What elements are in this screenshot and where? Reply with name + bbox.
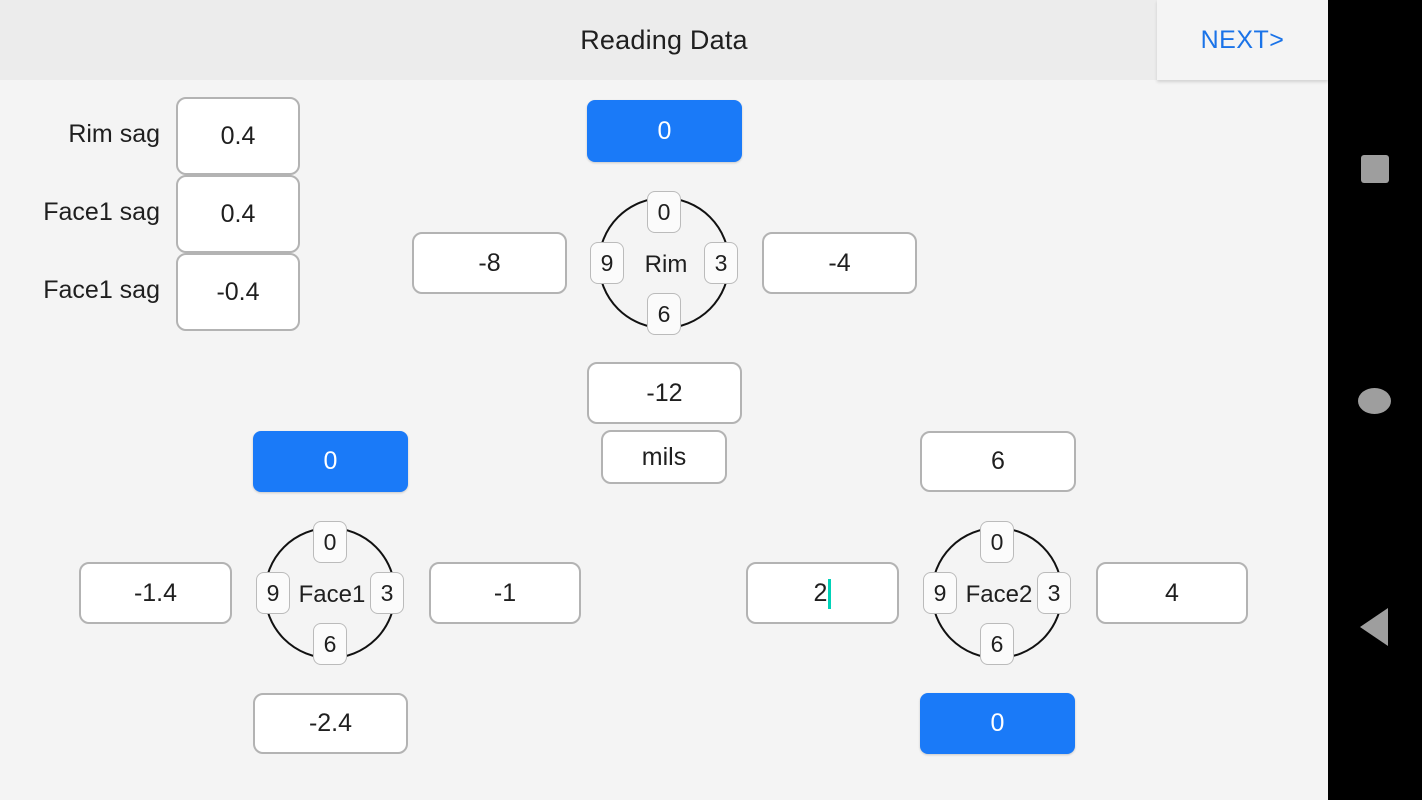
face2-clock-3[interactable]: 3 — [1037, 572, 1071, 614]
sag-value-face1-b[interactable]: -0.4 — [176, 253, 300, 331]
units-box[interactable]: mils — [601, 430, 727, 484]
back-triangle-icon[interactable] — [1360, 608, 1388, 646]
face1-dial[interactable]: Face1 0 3 6 9 — [256, 521, 404, 665]
rim-clock-6[interactable]: 6 — [647, 293, 681, 335]
rim-clock-0[interactable]: 0 — [647, 191, 681, 233]
face1-reading-left[interactable]: -1.4 — [79, 562, 232, 624]
rim-reading-left[interactable]: -8 — [412, 232, 567, 294]
face2-clock-0[interactable]: 0 — [980, 521, 1014, 563]
face2-dial-label: Face2 — [965, 581, 1033, 608]
page-title: Reading Data — [580, 25, 748, 55]
home-circle-icon[interactable] — [1358, 388, 1391, 414]
face1-reading-right[interactable]: -1 — [429, 562, 581, 624]
sag-label-face1-a: Face1 sag — [43, 198, 160, 226]
face2-dial[interactable]: Face2 0 3 6 9 — [923, 521, 1071, 665]
app-header: Reading Data — [0, 0, 1328, 80]
face1-reading-top[interactable]: 0 — [253, 431, 408, 492]
face2-clock-9[interactable]: 9 — [923, 572, 957, 614]
android-navigation-bar — [1328, 0, 1422, 800]
rim-dial-label: Rim — [644, 251, 688, 278]
face2-reading-left-value: 2 — [813, 578, 828, 607]
face1-clock-3[interactable]: 3 — [370, 572, 404, 614]
rim-reading-top[interactable]: 0 — [587, 100, 742, 162]
app-content-area: Reading Data NEXT> Rim sag 0.4 Face1 sag… — [0, 0, 1328, 754]
rim-clock-9[interactable]: 9 — [590, 242, 624, 284]
rim-reading-right[interactable]: -4 — [762, 232, 917, 294]
face1-dial-label: Face1 — [298, 581, 366, 608]
rim-clock-3[interactable]: 3 — [704, 242, 738, 284]
face1-clock-6[interactable]: 6 — [313, 623, 347, 665]
face2-reading-right[interactable]: 4 — [1096, 562, 1248, 624]
rim-dial[interactable]: Rim 0 3 6 9 — [590, 191, 738, 335]
face2-reading-top[interactable]: 6 — [920, 431, 1076, 492]
face2-clock-6[interactable]: 6 — [980, 623, 1014, 665]
face1-reading-bottom[interactable]: -2.4 — [253, 693, 408, 754]
sag-value-face1-a[interactable]: 0.4 — [176, 175, 300, 253]
next-button-label: NEXT> — [1200, 26, 1285, 54]
face2-reading-left[interactable]: 2 — [746, 562, 899, 624]
face1-clock-9[interactable]: 9 — [256, 572, 290, 614]
recents-square-icon[interactable] — [1361, 155, 1389, 183]
text-cursor — [828, 579, 832, 609]
face1-clock-0[interactable]: 0 — [313, 521, 347, 563]
sag-value-rim[interactable]: 0.4 — [176, 97, 300, 175]
next-button[interactable]: NEXT> — [1157, 0, 1328, 80]
sag-label-face1-b: Face1 sag — [43, 276, 160, 304]
sag-label-rim: Rim sag — [68, 120, 160, 148]
face2-reading-bottom[interactable]: 0 — [920, 693, 1075, 754]
rim-reading-bottom[interactable]: -12 — [587, 362, 742, 424]
